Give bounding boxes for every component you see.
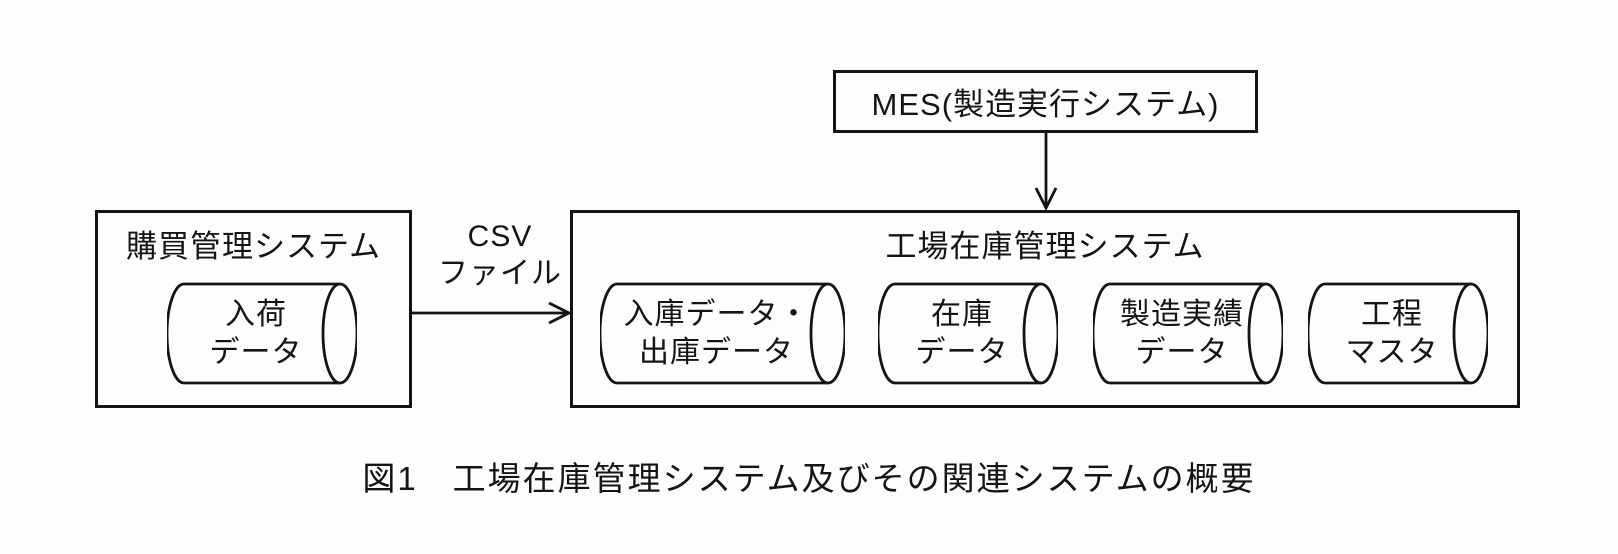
csv-file-label: CSV ファイル <box>438 220 562 290</box>
datastore-inventory-label: 在庫 データ <box>915 297 1009 369</box>
datastore-in-out-cylinder: 入庫データ・ 出庫データ <box>600 282 845 385</box>
datastore-inventory-cylinder: 在庫 データ <box>878 282 1058 385</box>
datastore-production-results-label: 製造実績 データ <box>1120 297 1244 369</box>
figure-caption: 図1 工場在庫管理システム及びその関連システムの概要 <box>362 460 1256 497</box>
datastore-in-out-label: 入庫データ・ 出庫データ <box>623 297 810 369</box>
mes-label: MES(製造実行システム) <box>871 87 1220 122</box>
datastore-production-results-cylinder: 製造実績 データ <box>1093 282 1283 385</box>
purchasing-system-title: 購買管理システム <box>125 229 382 264</box>
datastore-process-master-cylinder: 工程 マスタ <box>1308 282 1488 385</box>
mes-box: MES(製造実行システム) <box>833 70 1258 133</box>
datastore-process-master-label: 工程 マスタ <box>1345 297 1439 369</box>
datastore-receiving-cylinder: 入荷 データ <box>167 282 357 385</box>
datastore-receiving-label: 入荷 データ <box>209 297 303 369</box>
factory-system-title: 工場在庫管理システム <box>885 229 1205 264</box>
csv-transfer-arrow <box>410 301 573 325</box>
mes-to-factory-arrow <box>1034 133 1058 212</box>
